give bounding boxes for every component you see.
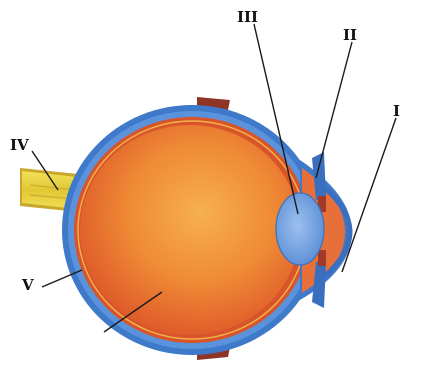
- vitreous-body: [80, 125, 300, 335]
- label-I: I: [393, 102, 400, 120]
- label-II: II: [343, 26, 357, 44]
- leader-line-I: [342, 118, 396, 272]
- label-III: III: [237, 8, 258, 26]
- label-IV: IV: [10, 136, 29, 154]
- lens: [276, 193, 324, 265]
- leader-line-II: [316, 42, 352, 178]
- label-V: V: [21, 276, 34, 294]
